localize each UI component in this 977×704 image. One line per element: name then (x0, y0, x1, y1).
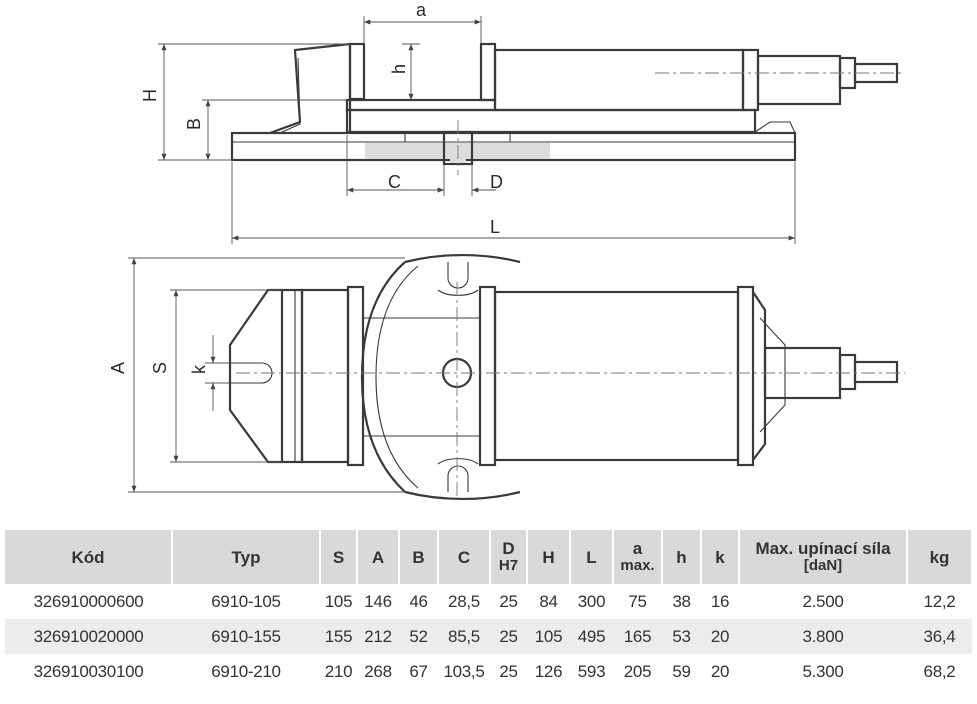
table-cell: 46 (409, 591, 428, 611)
column-header-7: H (527, 530, 571, 584)
column-header-main: k (715, 547, 725, 567)
table-cell: 6910-105 (211, 591, 281, 611)
table-cell: 326910030100 (33, 661, 144, 681)
column-header-8: L (570, 530, 614, 584)
table-cell: 25 (499, 661, 518, 681)
column-header-main: C (457, 547, 471, 567)
column-header-main: h (676, 547, 687, 567)
column-header-4: B (399, 530, 439, 584)
column-header-sub: [daN] (803, 557, 843, 574)
table-cell: 53 (662, 619, 701, 654)
table-cell: 300 (577, 591, 606, 611)
table-cell: 25 (499, 591, 518, 611)
column-header-main: a (632, 539, 643, 558)
column-header-main: Kód (71, 547, 105, 567)
table-cell: 146 (364, 591, 392, 611)
table-cell: 495 (570, 619, 613, 654)
column-header-0: Kód (5, 530, 173, 584)
label-D: D (490, 172, 503, 192)
label-a: a (416, 0, 427, 20)
table-cell: 67 (409, 661, 428, 681)
side-view: a h H B C D L (140, 0, 905, 244)
column-header-main: A (371, 547, 385, 567)
label-S: S (150, 362, 170, 374)
table-cell: 155 (320, 619, 357, 654)
label-k: k (189, 364, 209, 374)
table-cell: 16 (710, 591, 730, 611)
table-cell: 326910000600 (33, 591, 144, 611)
table-cell: 126 (534, 661, 563, 681)
column-header-main: S (332, 547, 345, 567)
table-cell: 68,2 (923, 661, 956, 681)
table-cell: 12,2 (923, 591, 956, 611)
table-cell: 205 (623, 661, 652, 681)
column-header-1: Typ (172, 530, 321, 584)
column-header-main: Max. upínací síla (755, 539, 891, 558)
table-cell: 36,4 (907, 619, 972, 654)
table-cell: 105 (324, 591, 353, 611)
table-cell: 20 (710, 661, 730, 681)
table-cell: 52 (399, 619, 438, 654)
table-cell: 103,5 (443, 661, 485, 681)
table-cell: 268 (364, 661, 392, 681)
column-header-main: Typ (231, 547, 261, 567)
column-header-main: kg (929, 547, 950, 567)
column-header-main: H (542, 547, 555, 567)
table-cell: 6910-210 (211, 661, 281, 681)
table-cell: 25 (490, 619, 527, 654)
label-B: B (184, 118, 204, 130)
table-cell: 2.500 (802, 591, 844, 611)
column-header-main: D (502, 539, 515, 558)
label-h: h (389, 64, 409, 74)
table-cell: 84 (539, 591, 558, 611)
table-cell: 75 (628, 591, 647, 611)
label-H: H (140, 89, 160, 102)
table-cell: 28,5 (448, 591, 480, 611)
table-cell: 593 (577, 661, 606, 681)
label-A: A (108, 362, 128, 374)
column-header-12: Max. upínací síla[daN] (739, 530, 908, 584)
table-cell: 212 (357, 619, 399, 654)
table-cell: 165 (613, 619, 662, 654)
column-header-13: kg (907, 530, 973, 584)
technical-drawing: a h H B C D L (108, 0, 905, 500)
column-header-5: C (438, 530, 491, 584)
column-header-11: k (701, 530, 740, 584)
column-header-main: B (412, 547, 425, 567)
table-row: 326910000600 6910-105 105 146 46 28,5 25 84 300 7… (5, 584, 972, 619)
label-C: C (388, 172, 401, 192)
table-cell: 3.800 (739, 619, 907, 654)
table-cell: 20 (701, 619, 739, 654)
table-cell: 105 (527, 619, 570, 654)
table-cell: 59 (672, 661, 691, 681)
table-cell: 38 (672, 591, 691, 611)
column-header-3: A (357, 530, 400, 584)
table-row: 326910030100 6910-210 210 268 67 103,5 25 126 59… (5, 654, 972, 689)
table-cell: 5.300 (802, 661, 844, 681)
table-cell: 326910020000 (5, 619, 172, 654)
column-header-10: h (662, 530, 702, 584)
label-L: L (490, 217, 500, 237)
table-cell: 210 (324, 661, 353, 681)
column-header-main: L (586, 547, 597, 567)
table-cell: 85,5 (438, 619, 490, 654)
column-header-sub: max. (620, 557, 655, 574)
column-header-sub: H7 (498, 557, 519, 574)
table-cell: 6910-155 (172, 619, 320, 654)
column-header-2: S (320, 530, 358, 584)
top-view: A S k (108, 254, 905, 500)
